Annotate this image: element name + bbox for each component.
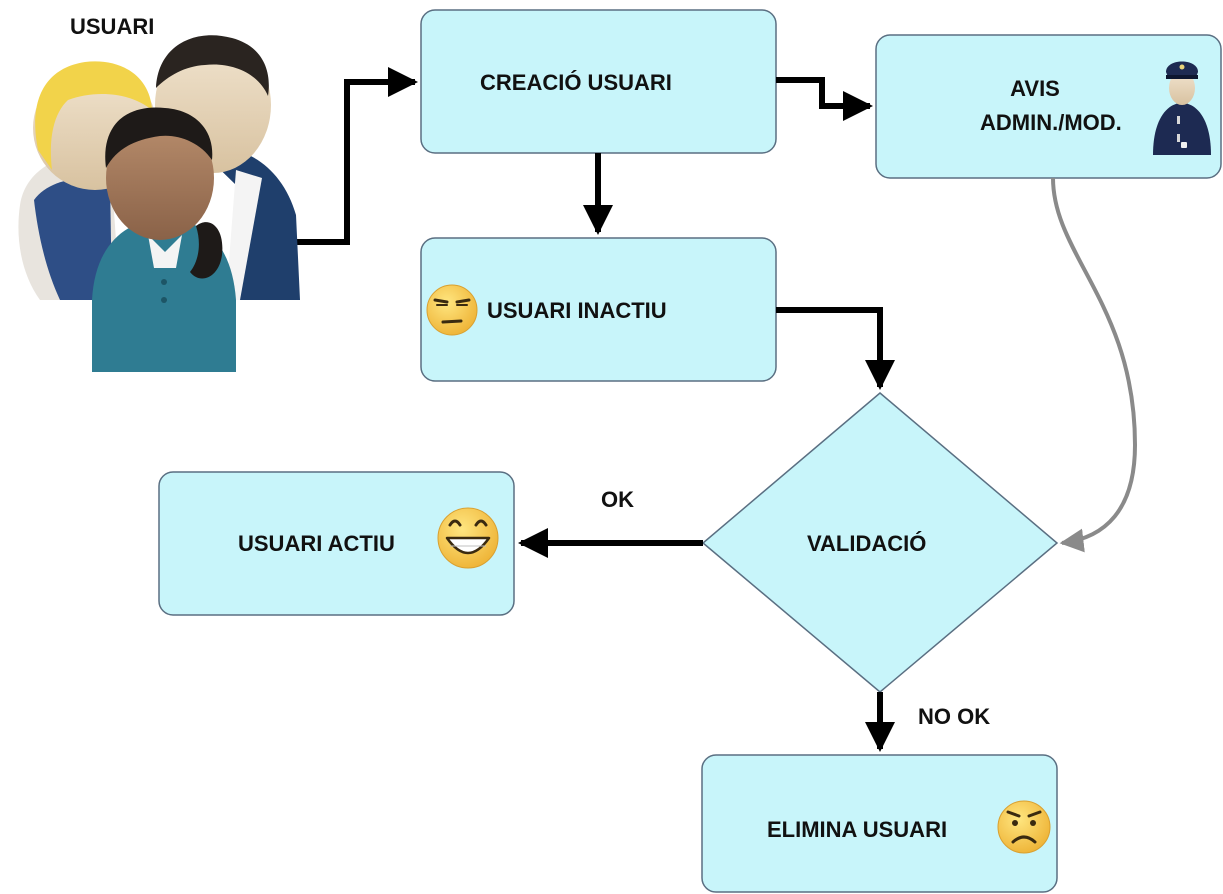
grinning-face-icon	[437, 507, 499, 569]
label-creacio-usuari: CREACIÓ USUARI	[480, 70, 672, 95]
edge-creacio-to-avis	[776, 77, 873, 121]
label-avis: AVIS	[1010, 76, 1060, 101]
label-elimina-usuari: ELIMINA USUARI	[767, 817, 948, 842]
node-elimina-usuari	[701, 754, 1058, 893]
node-avis-admin	[875, 34, 1222, 179]
label-admin-mod: ADMIN./MOD.	[980, 110, 1122, 135]
edge-label-no-ok: NO OK	[918, 704, 991, 729]
police-officer-icon	[1153, 61, 1211, 155]
frowning-face-icon	[997, 800, 1051, 854]
unamused-face-icon	[426, 284, 478, 336]
label-validacio: VALIDACIÓ	[807, 531, 927, 556]
users-title: USUARI	[70, 14, 155, 39]
label-usuari-inactiu: USUARI INACTIU	[487, 298, 667, 323]
edge-usuari-to-creacio	[272, 67, 418, 245]
node-usuari-actiu	[158, 471, 515, 616]
edge-label-ok: OK	[601, 487, 634, 512]
edge-inactiu-to-validacio	[776, 307, 895, 390]
edge-avis-to-validacio	[1051, 177, 1138, 553]
users-group-icon	[18, 35, 300, 372]
label-usuari-actiu: USUARI ACTIU	[238, 531, 395, 556]
